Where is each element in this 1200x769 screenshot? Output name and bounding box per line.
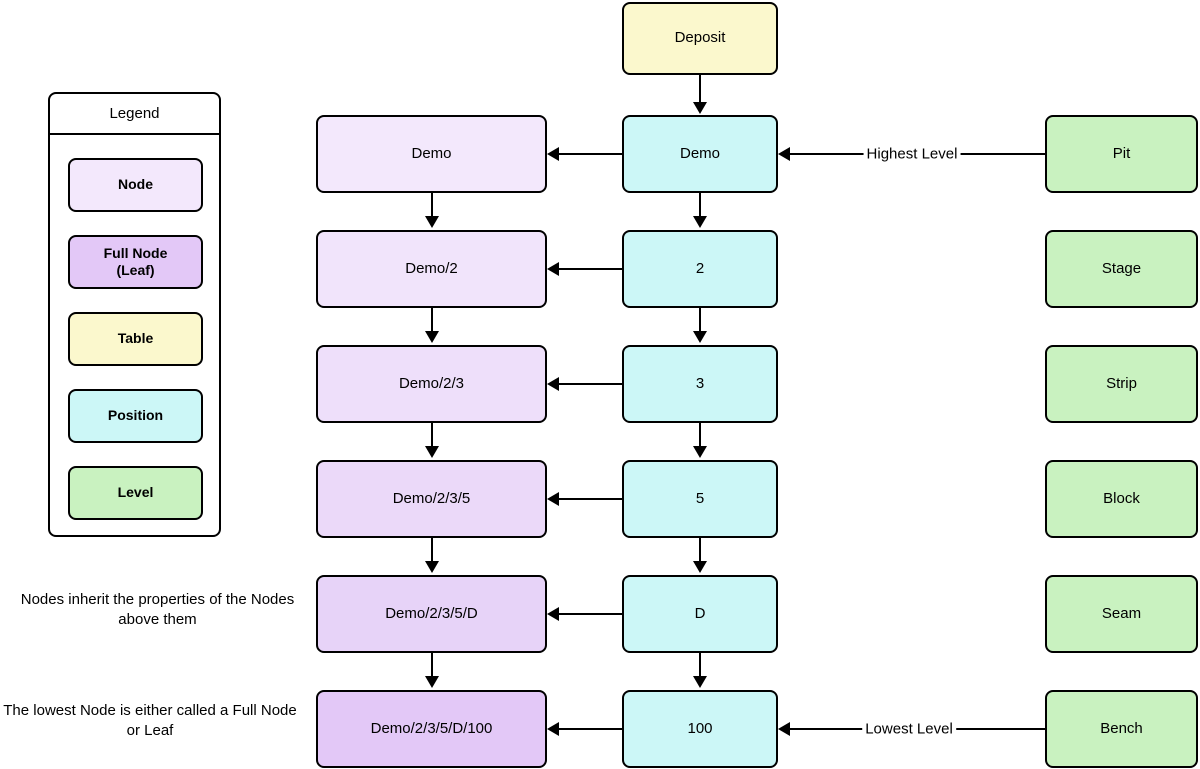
connector-position-3-to-node-3 (559, 498, 622, 500)
node-box-4[interactable]: Demo/2/3/5/D (316, 575, 547, 653)
connector-position-3-4 (699, 538, 701, 563)
arrowhead-position-2-to-node-2 (547, 377, 559, 391)
position-label-2: 3 (695, 374, 705, 392)
position-label-5: 100 (687, 719, 713, 737)
node-label-4: Demo/2/3/5/D (385, 604, 478, 622)
node-box-0[interactable]: Demo (316, 115, 547, 193)
connector-position-1-2 (699, 308, 701, 333)
legend-item-table: Table (68, 312, 203, 366)
arrowhead-position-0-to-node-0 (547, 147, 559, 161)
arrowhead-position-2-3 (693, 446, 707, 458)
arrowhead-position-4-5 (693, 676, 707, 688)
arrowhead-level-5-to-position-5 (778, 722, 790, 736)
node-label-5: Demo/2/3/5/D/100 (370, 719, 493, 737)
position-box-5[interactable]: 100 (622, 690, 778, 768)
connector-node-4-5 (431, 653, 433, 678)
level-box-1[interactable]: Stage (1045, 230, 1198, 308)
edge-label-highest-level: Highest Level (863, 145, 961, 163)
level-box-3[interactable]: Block (1045, 460, 1198, 538)
level-box-0[interactable]: Pit (1045, 115, 1198, 193)
connector-position-4-5 (699, 653, 701, 678)
level-label-5: Bench (1100, 719, 1143, 737)
arrowhead-position-4-to-node-4 (547, 607, 559, 621)
arrowhead-position-3-to-node-3 (547, 492, 559, 506)
position-box-0[interactable]: Demo (622, 115, 778, 193)
position-box-3[interactable]: 5 (622, 460, 778, 538)
position-label-1: 2 (695, 259, 705, 277)
level-label-3: Block (1103, 489, 1140, 507)
edge-label-lowest-level: Lowest Level (862, 720, 956, 738)
legend-panel: Legend Node Full Node(Leaf) Table Positi… (48, 92, 221, 537)
arrowhead-level-0-to-position-0 (778, 147, 790, 161)
note-inheritance: Nodes inherit the properties of the Node… (20, 591, 295, 629)
table-deposit-label: Deposit (674, 29, 726, 47)
arrowhead-position-0-1 (693, 216, 707, 228)
connector-node-0-1 (431, 193, 433, 218)
connector-position-5-to-node-5 (559, 728, 622, 730)
node-box-2[interactable]: Demo/2/3 (316, 345, 547, 423)
connector-node-2-3 (431, 423, 433, 448)
arrowhead-node-1-2 (425, 331, 439, 343)
level-label-0: Pit (1112, 144, 1131, 162)
legend-item-level: Level (68, 466, 203, 520)
level-box-2[interactable]: Strip (1045, 345, 1198, 423)
connector-position-4-to-node-4 (559, 613, 622, 615)
arrowhead-node-0-1 (425, 216, 439, 228)
connector-position-0-to-node-0 (559, 153, 622, 155)
arrowhead-node-2-3 (425, 446, 439, 458)
connector-deposit-to-position (699, 75, 701, 104)
node-box-1[interactable]: Demo/2 (316, 230, 547, 308)
node-label-1: Demo/2 (405, 259, 458, 277)
arrowhead-position-1-2 (693, 331, 707, 343)
level-box-4[interactable]: Seam (1045, 575, 1198, 653)
level-label-4: Seam (1101, 604, 1142, 622)
table-deposit[interactable]: Deposit (622, 2, 778, 75)
node-box-5[interactable]: Demo/2/3/5/D/100 (316, 690, 547, 768)
arrowhead-position-3-4 (693, 561, 707, 573)
arrowhead-node-3-4 (425, 561, 439, 573)
position-box-2[interactable]: 3 (622, 345, 778, 423)
node-label-3: Demo/2/3/5 (392, 489, 471, 507)
legend-item-full-node: Full Node(Leaf) (68, 235, 203, 289)
position-label-4: D (694, 604, 706, 622)
position-box-4[interactable]: D (622, 575, 778, 653)
node-label-0: Demo (411, 144, 452, 162)
legend-item-position: Position (68, 389, 203, 443)
arrowhead-position-5-to-node-5 (547, 722, 559, 736)
position-label-0: Demo (679, 144, 720, 162)
arrowhead-deposit-to-position (693, 102, 707, 114)
connector-position-0-1 (699, 193, 701, 218)
level-label-1: Stage (1101, 259, 1142, 277)
position-box-1[interactable]: 2 (622, 230, 778, 308)
connector-node-1-2 (431, 308, 433, 333)
connector-position-2-to-node-2 (559, 383, 622, 385)
level-box-5[interactable]: Bench (1045, 690, 1198, 768)
node-box-3[interactable]: Demo/2/3/5 (316, 460, 547, 538)
level-label-2: Strip (1106, 374, 1137, 392)
connector-position-1-to-node-1 (559, 268, 622, 270)
position-label-3: 5 (695, 489, 705, 507)
note-leaf: The lowest Node is either called a Full … (3, 702, 297, 740)
arrowhead-node-4-5 (425, 676, 439, 688)
node-label-2: Demo/2/3 (398, 374, 465, 392)
arrowhead-position-1-to-node-1 (547, 262, 559, 276)
legend-item-node: Node (68, 158, 203, 212)
connector-node-3-4 (431, 538, 433, 563)
legend-title: Legend (50, 94, 219, 135)
connector-position-2-3 (699, 423, 701, 448)
